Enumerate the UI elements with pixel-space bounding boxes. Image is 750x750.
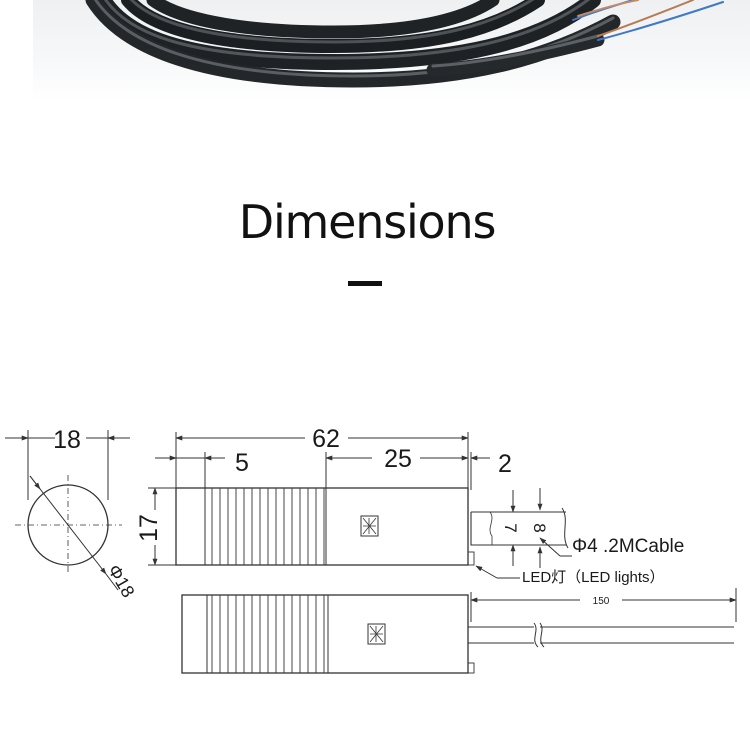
dim-cable-length: 150 — [593, 596, 610, 607]
dimension-drawing: 18 Φ18 62 5 25 2 17 7 8 Φ4 .2MCable LED灯… — [5, 425, 737, 674]
cable-stub — [470, 507, 569, 549]
title-underline — [348, 281, 382, 286]
thread-section-top — [204, 487, 327, 566]
side-view — [5, 430, 130, 591]
top-view — [148, 432, 572, 579]
thread-section-bottom — [206, 594, 329, 674]
dim-rear-length: 25 — [384, 445, 412, 473]
led-label: LED灯（LED lights） — [522, 569, 665, 586]
dim-inner-a: 7 — [501, 523, 520, 532]
dim-body-height: 17 — [135, 514, 163, 542]
led-window-icon — [360, 515, 379, 537]
dim-diameter-width: 18 — [53, 426, 81, 454]
dim-inner-b: 8 — [530, 523, 549, 532]
led-window-icon-bottom — [367, 623, 386, 645]
cable-photo — [33, 0, 750, 102]
dim-cable-gap: 2 — [498, 450, 512, 478]
bottom-view — [181, 588, 737, 674]
cable-spec-label: Φ4 .2MCable — [572, 536, 684, 557]
dim-front-offset: 5 — [235, 449, 249, 477]
dim-overall-length: 62 — [312, 425, 340, 453]
page-title: Dimensions — [238, 195, 497, 249]
dim-diameter-label: Φ18 — [104, 561, 139, 601]
cable-coil-image — [85, 0, 724, 88]
